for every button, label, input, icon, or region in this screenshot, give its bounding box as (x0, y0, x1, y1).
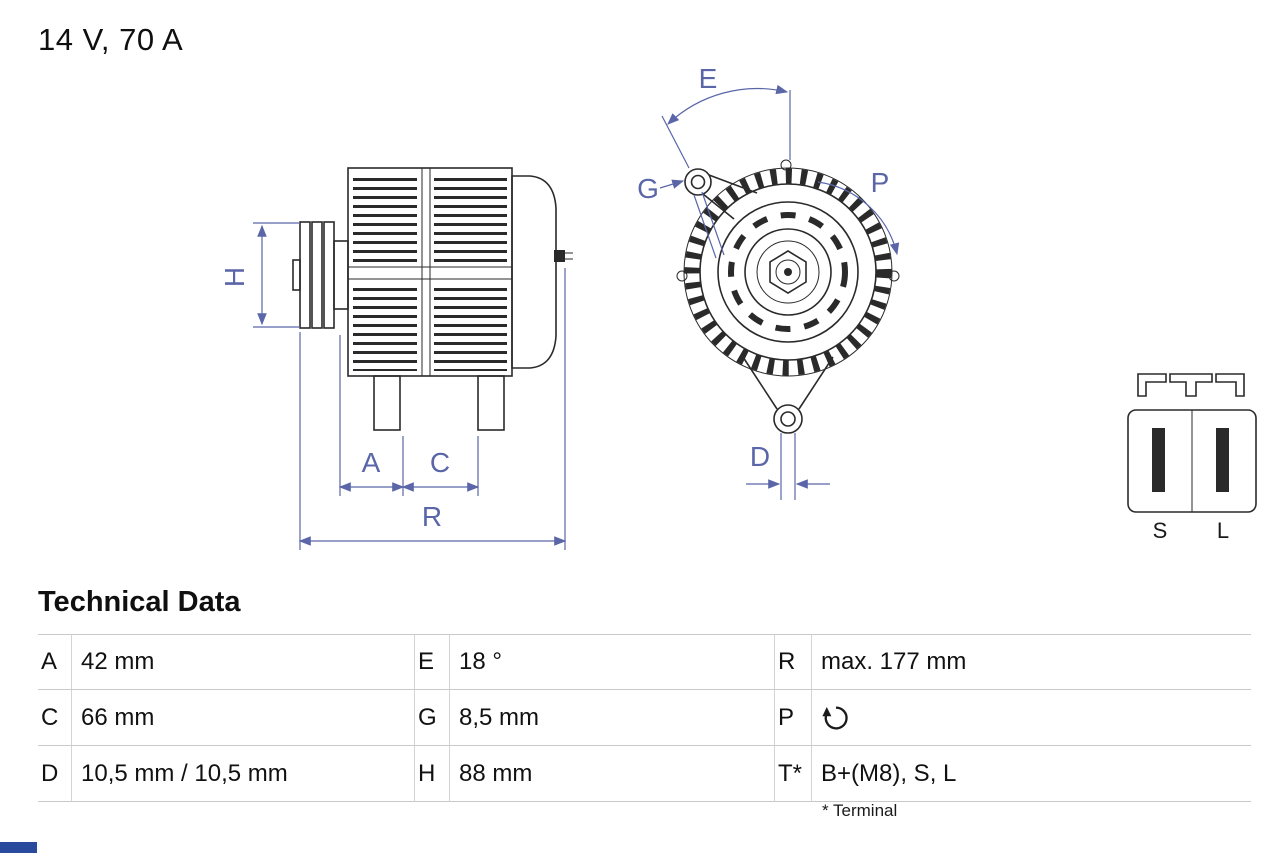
fan-slot-ring (728, 212, 848, 332)
connector-pin-s (1152, 428, 1165, 492)
pulley-flange (299, 221, 311, 329)
connector-pin-label-l: L (1217, 518, 1229, 543)
brand-color-bar (0, 842, 37, 853)
rotation-arrow (817, 181, 900, 256)
mounting-lug (684, 168, 712, 196)
pulley-flange (323, 221, 335, 329)
spec-value-e: 18 ° (450, 634, 775, 690)
pulley-flange (311, 221, 323, 329)
b-plus-terminal (554, 250, 565, 262)
spec-key-a: A (38, 634, 72, 690)
shaft-end (775, 259, 801, 285)
spec-key-e: E (415, 634, 450, 690)
spec-key-d: D (38, 746, 72, 802)
lug-web (742, 356, 778, 410)
technical-data-heading: Technical Data (38, 586, 241, 618)
spec-value-c: 66 mm (72, 690, 415, 746)
spec-key-c: C (38, 690, 72, 746)
spec-value-p (812, 690, 1251, 746)
cooling-fins (353, 178, 417, 262)
spec-value-h: 88 mm (450, 746, 775, 802)
dim-label-g: G (637, 173, 659, 204)
alternator-technical-drawing: H A C R (219, 63, 1257, 550)
dim-extension (693, 194, 717, 259)
dim-label-c: C (430, 447, 450, 478)
pulley-hub (333, 240, 349, 310)
side-view: H A C R (219, 167, 573, 550)
rotation-direction-icon (822, 705, 848, 729)
mounting-foot (373, 375, 401, 431)
spec-value-r: max. 177 mm (812, 634, 1251, 690)
dim-label-a: A (362, 447, 381, 478)
shaft-stub (292, 259, 301, 291)
outer-rim (683, 167, 893, 377)
connector-pin-l (1216, 428, 1229, 492)
spec-key-r: R (775, 634, 812, 690)
connector-diagram: S L (1127, 373, 1257, 543)
shaft-nut (769, 250, 807, 294)
spec-key-g: G (415, 690, 450, 746)
mounting-lug-hole (690, 174, 706, 190)
spec-value-a: 42 mm (72, 634, 415, 690)
cooling-fin-ring (684, 168, 892, 376)
lug-web (708, 174, 758, 194)
voltage-current-rating: 14 V, 70 A (38, 22, 184, 57)
mounting-lug-hole (780, 411, 796, 427)
pulley-face (744, 228, 832, 316)
rim-bolt (780, 159, 792, 171)
rim-bolt (888, 270, 900, 282)
spec-value-t: B+(M8), S, L (812, 746, 1251, 802)
fan-ring (717, 201, 859, 343)
connector-bracket (1137, 373, 1167, 397)
pulley-groove-ring (756, 240, 820, 304)
rear-cover (511, 175, 557, 369)
dim-label-r: R (422, 501, 442, 532)
lug-web (702, 193, 735, 220)
spec-value-g: 8,5 mm (450, 690, 775, 746)
spec-key-t: T* (775, 746, 812, 802)
dim-arc-e (667, 84, 789, 125)
rim-bolt (676, 270, 688, 282)
shaft-center (784, 268, 792, 276)
spec-key-h: H (415, 746, 450, 802)
mounting-lug (773, 404, 803, 434)
connector-pin-label-s: S (1153, 518, 1168, 543)
mounting-foot (477, 375, 505, 431)
stator-ring (699, 183, 877, 361)
dim-label-d: D (750, 441, 770, 472)
cooling-fins (434, 178, 507, 262)
front-view: E G P D (637, 63, 900, 500)
connector-bracket (1215, 373, 1245, 397)
dim-label-e: E (699, 63, 718, 94)
dim-extension (661, 115, 690, 169)
terminal-footnote: * Terminal (822, 801, 898, 820)
technical-data-table: A 42 mm E 18 ° R max. 177 mm C 66 mm G 8… (38, 634, 1251, 802)
cooling-fins (353, 288, 417, 371)
dim-extension (701, 191, 725, 256)
dim-label-h: H (219, 267, 250, 287)
spec-value-d: 10,5 mm / 10,5 mm (72, 746, 415, 802)
lug-web (798, 356, 834, 410)
dim-label-p: P (871, 167, 890, 198)
connector-bracket (1169, 373, 1213, 397)
dim-leader-g (659, 179, 685, 189)
spec-key-p: P (775, 690, 812, 746)
cooling-fins (434, 288, 507, 371)
